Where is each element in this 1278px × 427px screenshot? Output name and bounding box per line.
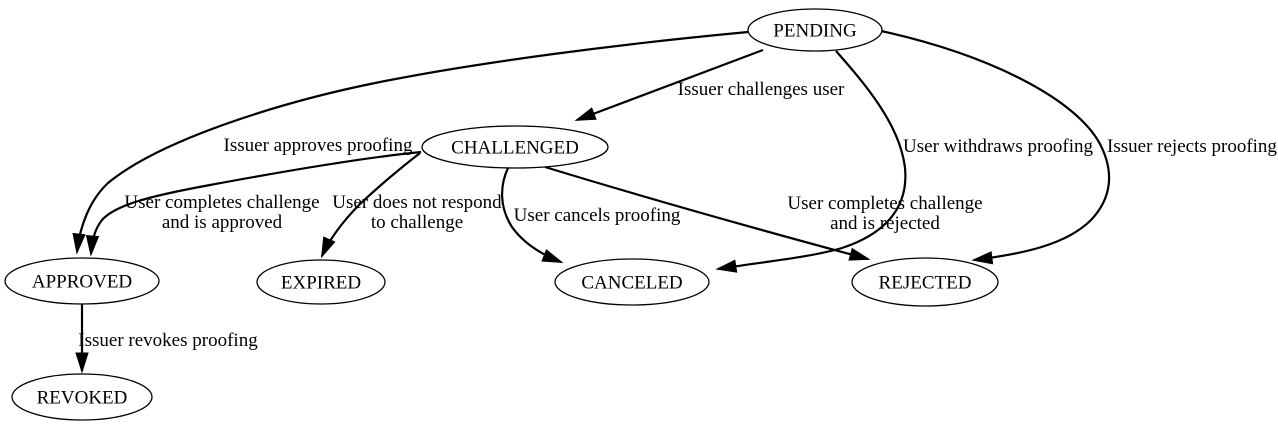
edge-label-line: User withdraws proofing [903,136,1093,157]
state-label-rejected: REJECTED [879,273,972,294]
edge-pending-canceled [715,50,907,273]
edge-label-line: Issuer approves proofing [224,135,413,156]
edge-label-line: to challenge [371,212,463,233]
state-label-revoked: REVOKED [37,388,128,409]
edge-pending-challenged [574,48,764,122]
edge-label-pending-canceled: User withdraws proofing [903,136,1093,157]
edge-label-line: User cancels proofing [514,205,681,226]
edge-label-line: Issuer rejects proofing [1107,136,1277,157]
state-node-challenged [421,125,609,169]
edge-pending-approved [72,30,749,255]
edge-challenged-rejected [544,165,871,261]
state-node-expired [256,259,386,305]
edge-label-pending-approved: Issuer approves proofing [224,135,413,156]
edge-challenged-approved [85,150,422,257]
state-node-canceled [554,258,710,306]
state-node-approved [4,257,160,305]
edge-challenged-expired [320,152,421,259]
state-label-expired: EXPIRED [281,273,361,294]
edge-label-line: Issuer revokes proofing [78,330,258,351]
state-node-rejected [851,257,999,307]
edge-label-line: User completes challenge [124,192,319,213]
edge-label-line: User does not respond [332,192,502,213]
edge-challenged-canceled [500,167,564,264]
state-label-challenged: CHALLENGED [451,138,579,159]
edge-label-line: and is approved [162,212,283,233]
edge-label-approved-revoked: Issuer revokes proofing [78,330,258,351]
state-label-canceled: CANCELED [581,273,682,294]
edge-label-pending-challenged: Issuer challenges user [678,79,845,100]
edge-label-line: Issuer challenges user [678,79,845,100]
state-label-pending: PENDING [773,21,857,42]
state-node-pending [747,8,883,52]
edge-label-challenged-canceled: User cancels proofing [514,205,681,226]
edge-label-pending-rejected: Issuer rejects proofing [1107,136,1277,157]
edge-pending-rejected [880,29,1111,265]
state-label-approved: APPROVED [32,272,132,293]
state-node-revoked [11,373,153,421]
edge-label-line: User completes challenge [787,193,982,214]
